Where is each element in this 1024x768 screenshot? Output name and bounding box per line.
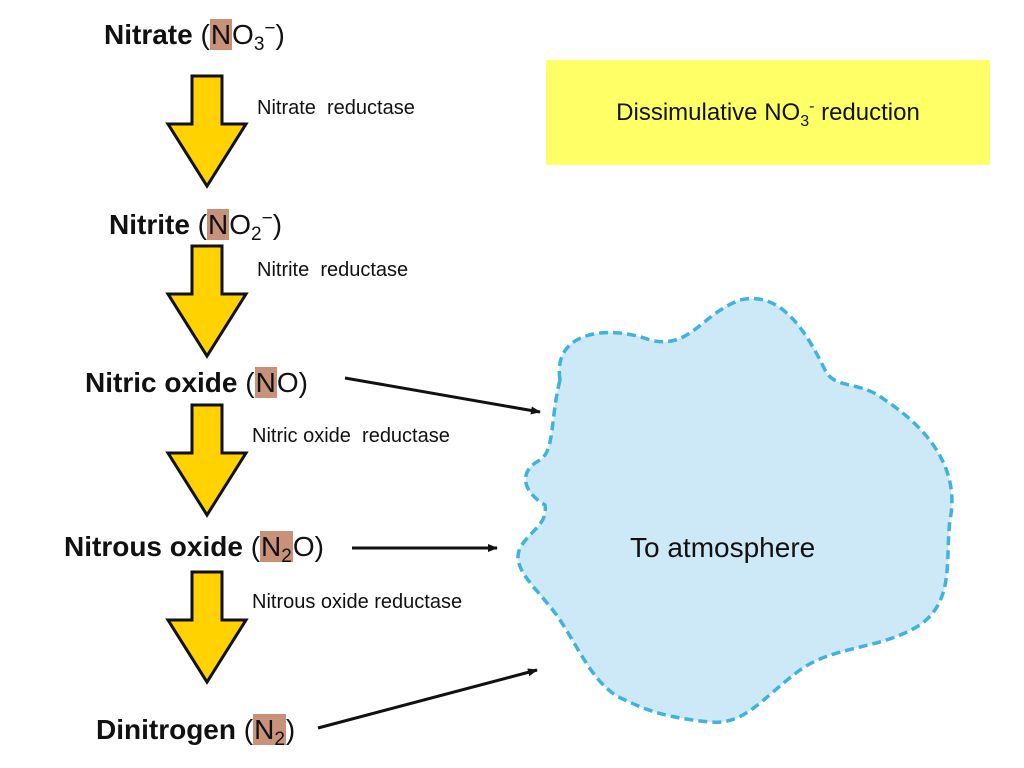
down-arrow-4 [165, 570, 249, 685]
atmosphere-label: To atmosphere [630, 532, 816, 563]
arrow-n2-to-atmosphere [317, 668, 538, 730]
compound-nitrite: Nitrite (NO2−) [109, 208, 283, 245]
yellow-arrows [165, 74, 249, 685]
enzyme-nitrite-reductase: Nitrite reductase [257, 259, 409, 281]
enzyme-nitrous-oxide-reductase: Nitrous oxide reductase [252, 591, 463, 613]
black-arrows [317, 376, 541, 730]
compound-name: Nitrous oxide [64, 531, 243, 562]
title-text: Dissimulative NO3- reduction [616, 97, 920, 130]
nitrogen-highlight: N [207, 209, 230, 240]
nitrogen-highlight: N2 [260, 531, 293, 567]
title-box: Dissimulative NO3- reduction [546, 60, 990, 165]
atmosphere-cloud [516, 296, 954, 724]
compound-name: Nitrate [104, 19, 193, 50]
nitrogen-highlight: N [254, 367, 277, 398]
compound-dinitrogen: Dinitrogen (N2) [96, 714, 296, 750]
compound-nitric-oxide: Nitric oxide (NO) [85, 367, 308, 398]
nitrogen-highlight: N2 [253, 714, 286, 750]
compound-nitrate: Nitrate (NO3−) [104, 18, 285, 55]
compound-nitrous-oxide: Nitrous oxide (N2O) [64, 531, 324, 567]
down-arrow-2 [165, 244, 249, 359]
compound-name: Dinitrogen [96, 714, 236, 745]
arrow-no-to-atmosphere [344, 376, 541, 415]
nitrogen-highlight: N [209, 19, 233, 50]
compound-name: Nitrite [109, 209, 190, 240]
enzyme-nitrate-reductase: Nitrate reductase [257, 97, 415, 119]
enzyme-nitric-oxide-reductase: Nitric oxide reductase [252, 425, 450, 447]
down-arrow-1 [165, 74, 249, 189]
compound-name: Nitric oxide [85, 367, 238, 398]
down-arrow-3 [165, 403, 249, 518]
